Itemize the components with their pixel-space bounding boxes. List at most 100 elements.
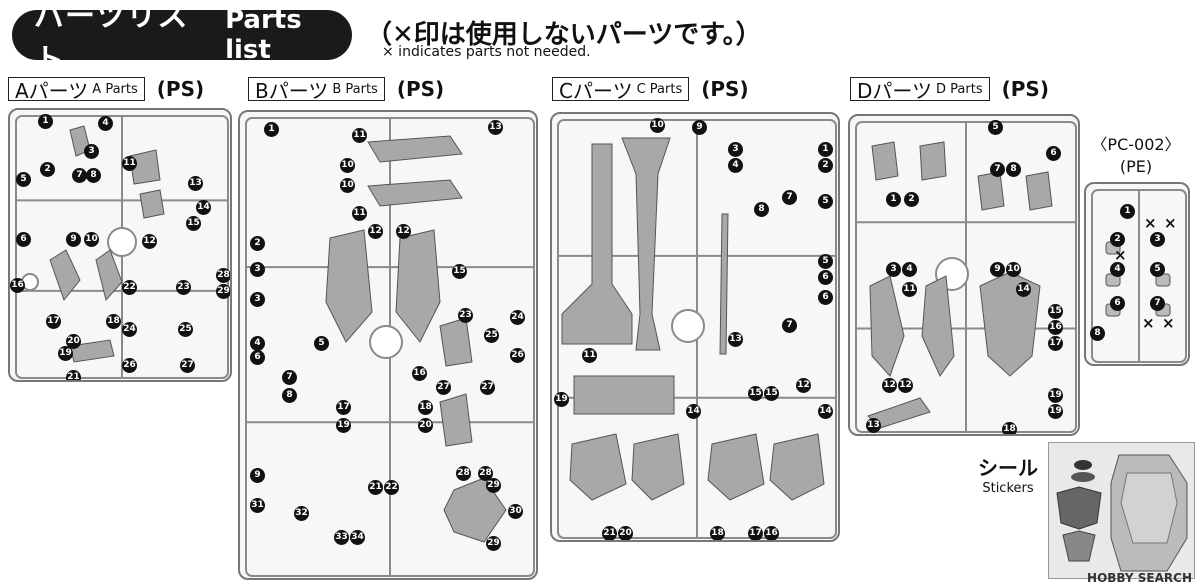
part-number: 19 bbox=[1048, 388, 1063, 403]
part-number: 6 bbox=[250, 350, 265, 365]
part-number: 7 bbox=[782, 318, 797, 333]
part-number: 16 bbox=[764, 526, 779, 540]
part-shape bbox=[95, 249, 123, 302]
part-shape bbox=[979, 271, 1041, 377]
pe-part-number: 8 bbox=[1090, 326, 1105, 341]
part-shape bbox=[49, 249, 81, 302]
part-number: 6 bbox=[818, 270, 833, 285]
pe-title: 〈PC-002〉 (PE) bbox=[1091, 135, 1181, 176]
part-shape bbox=[871, 141, 899, 181]
part-number: 7 bbox=[990, 162, 1005, 177]
part-number: 18 bbox=[106, 314, 121, 329]
part-shape bbox=[367, 179, 463, 207]
part-number: 12 bbox=[368, 224, 383, 239]
part-number: 13 bbox=[488, 120, 503, 135]
part-number: 20 bbox=[418, 418, 433, 433]
part-number: 15 bbox=[748, 386, 763, 401]
part-number: 4 bbox=[728, 158, 743, 173]
part-number: 29 bbox=[486, 536, 501, 551]
pe-part-number: 2 bbox=[1110, 232, 1125, 247]
part-number: 4 bbox=[902, 262, 917, 277]
part-number: 7 bbox=[282, 370, 297, 385]
part-number: 6 bbox=[1046, 146, 1061, 161]
part-number: 4 bbox=[250, 336, 265, 351]
part-number: 7 bbox=[72, 168, 87, 183]
part-number: 10 bbox=[340, 158, 355, 173]
part-number: 31 bbox=[250, 498, 265, 513]
part-number: 2 bbox=[40, 162, 55, 177]
part-number: 6 bbox=[818, 290, 833, 305]
part-number: 15 bbox=[764, 386, 779, 401]
part-shape bbox=[367, 135, 463, 163]
not-needed-x-mark: × bbox=[1162, 314, 1175, 332]
part-shape bbox=[325, 229, 373, 343]
part-number: 3 bbox=[84, 144, 99, 159]
part-number: 3 bbox=[886, 262, 901, 277]
part-number: 23 bbox=[458, 308, 473, 323]
part-number: 8 bbox=[754, 202, 769, 217]
part-number: 14 bbox=[1016, 282, 1031, 297]
pe-runner-drawing bbox=[1091, 189, 1187, 363]
part-number: 30 bbox=[508, 504, 523, 519]
title-jp: パーツリスト bbox=[34, 0, 189, 78]
part-shape bbox=[129, 149, 161, 185]
part-number: 9 bbox=[66, 232, 81, 247]
part-number: 17 bbox=[748, 526, 763, 540]
part-number: 16 bbox=[1048, 320, 1063, 335]
part-number: 1 bbox=[264, 122, 279, 137]
part-shape bbox=[919, 141, 947, 181]
watermark: HOBBY SEARCH bbox=[1087, 571, 1192, 585]
part-number: 33 bbox=[334, 530, 349, 545]
part-number: 25 bbox=[484, 328, 499, 343]
part-number: 1 bbox=[818, 142, 833, 157]
pe-part-number: 3 bbox=[1150, 232, 1165, 247]
part-number: 21 bbox=[602, 526, 617, 540]
pe-part-number: 5 bbox=[1150, 262, 1165, 277]
part-number: 11 bbox=[582, 348, 597, 363]
part-number: 20 bbox=[618, 526, 633, 540]
part-shape bbox=[631, 433, 685, 501]
part-number: 18 bbox=[1002, 422, 1017, 434]
not-needed-x-mark: × bbox=[1144, 214, 1157, 232]
part-number: 8 bbox=[86, 168, 101, 183]
part-number: 25 bbox=[178, 322, 193, 337]
part-number: 18 bbox=[418, 400, 433, 415]
part-shape bbox=[573, 375, 675, 415]
part-number: 11 bbox=[352, 128, 367, 143]
part-number: 3 bbox=[250, 292, 265, 307]
title-banner: パーツリスト Parts list bbox=[12, 0, 352, 78]
part-shape bbox=[869, 275, 905, 377]
part-number: 19 bbox=[554, 392, 569, 407]
part-number: 13 bbox=[188, 176, 203, 191]
part-number: 9 bbox=[692, 120, 707, 135]
part-number: 14 bbox=[686, 404, 701, 419]
sticker-label: シール Stickers bbox=[978, 456, 1038, 496]
runner-drawing bbox=[557, 119, 837, 539]
part-number: 5 bbox=[314, 336, 329, 351]
title-en: Parts list bbox=[225, 5, 302, 65]
part-number: 12 bbox=[882, 378, 897, 393]
part-number: 17 bbox=[1048, 336, 1063, 351]
part-shape bbox=[439, 393, 473, 447]
runner-drawing bbox=[245, 117, 535, 577]
part-number: 3 bbox=[728, 142, 743, 157]
part-number: 32 bbox=[294, 506, 309, 521]
part-number: 19 bbox=[58, 346, 73, 361]
pe-part-number: 1 bbox=[1120, 204, 1135, 219]
part-number: 2 bbox=[904, 192, 919, 207]
part-number: 5 bbox=[988, 120, 1003, 135]
pe-part-number: 7 bbox=[1150, 296, 1165, 311]
part-number: 14 bbox=[818, 404, 833, 419]
part-number: 11 bbox=[902, 282, 917, 297]
part-number: 27 bbox=[180, 358, 195, 373]
part-number: 24 bbox=[510, 310, 525, 325]
part-number: 29 bbox=[216, 284, 230, 299]
part-number: 22 bbox=[122, 280, 137, 295]
part-number: 19 bbox=[336, 418, 351, 433]
part-shape bbox=[69, 339, 115, 363]
not-needed-x-mark: × bbox=[1164, 214, 1177, 232]
part-shape bbox=[569, 433, 627, 501]
part-number: 17 bbox=[336, 400, 351, 415]
